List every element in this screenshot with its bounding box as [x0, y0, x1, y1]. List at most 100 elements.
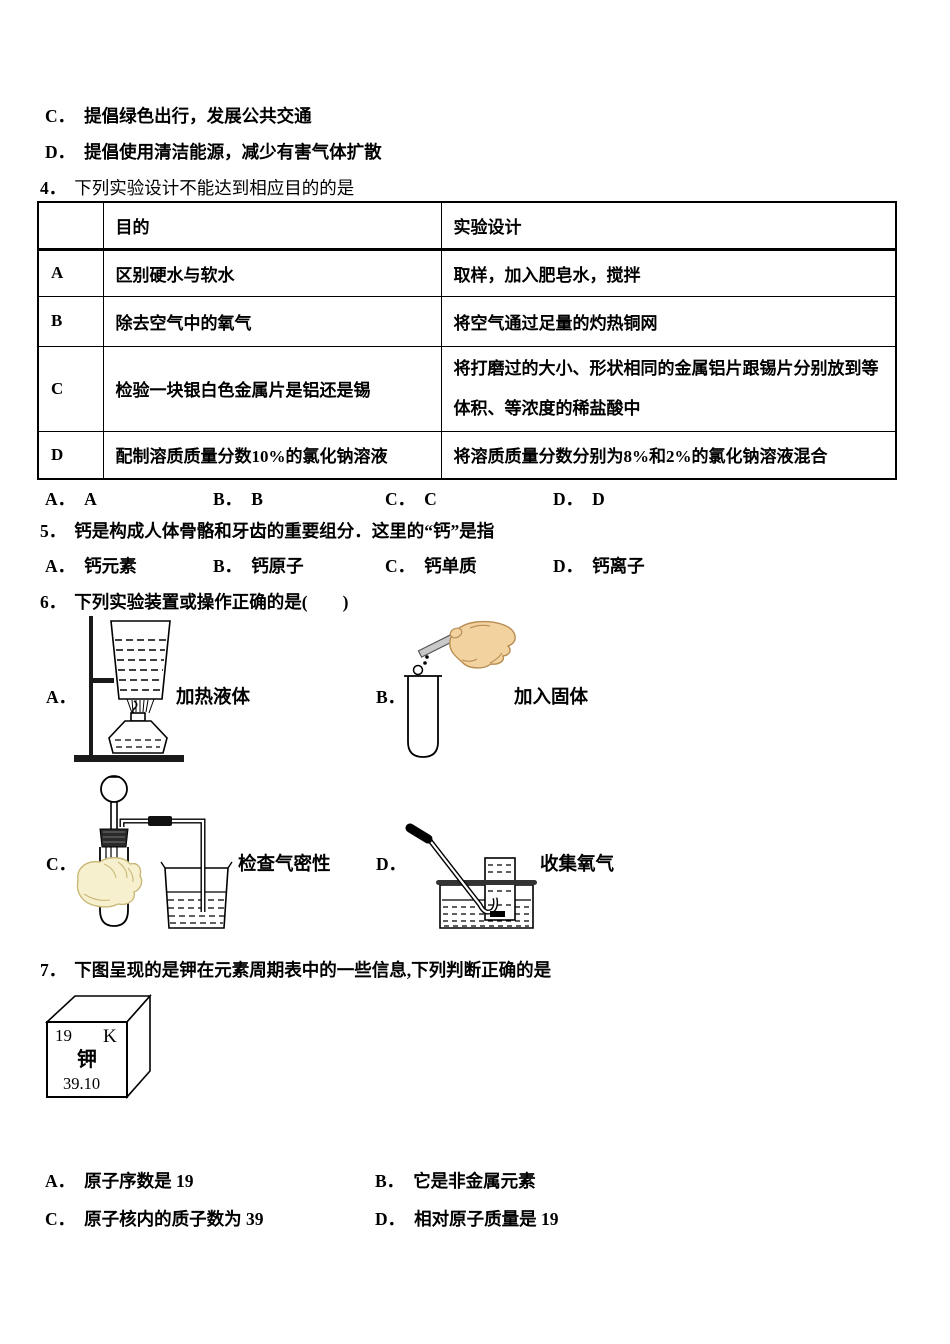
- apparatus-a-letter: A．: [46, 684, 76, 709]
- apparatus-d-letter: D．: [376, 851, 406, 876]
- element-cell-potassium-cube: 19 K 钾 39.10: [45, 993, 152, 1100]
- q5-option-d: D． 钙离子: [553, 553, 645, 578]
- option-text: A: [84, 489, 97, 509]
- hand-icon: [76, 857, 143, 908]
- apparatus-c-caption: 检查气密性: [238, 855, 331, 875]
- option-letter: D．: [553, 489, 584, 509]
- question-number: 7．: [40, 960, 67, 980]
- question-4-prompt: 4． 下列实验设计不能达到相应目的的是: [40, 175, 354, 200]
- prev-option-d: D． 提倡使用清洁能源，减少有害气体扩散: [45, 139, 382, 164]
- question-text: 下图呈现的是钾在元素周期表中的一些信息,下列判断正确的是: [74, 960, 552, 980]
- row-label: B: [37, 295, 104, 347]
- question-5-prompt: 5． 钙是构成人体骨骼和牙齿的重要组分．这里的“钙”是指: [40, 518, 494, 543]
- apparatus-b-adding-solid-diagram: [404, 620, 516, 758]
- tube-handle: [405, 823, 433, 844]
- option-text: B: [251, 489, 263, 509]
- q7-option-c: C． 原子核内的质子数为 39: [45, 1206, 264, 1231]
- apparatus-a-caption: 加热液体: [176, 688, 251, 708]
- apparatus-a-heating-liquid-diagram: [74, 616, 184, 762]
- purpose-cell: 除去空气中的氧气: [102, 295, 442, 347]
- purpose-cell: 区别硬水与软水: [102, 248, 442, 297]
- q7-option-b: B． 它是非金属元素: [375, 1168, 536, 1193]
- option-text: 原子序数是 19: [84, 1171, 194, 1191]
- q4-option-b: B． B: [213, 486, 263, 511]
- design-cell: 取样，加入肥皂水，搅拌: [440, 248, 897, 297]
- question-7-prompt: 7． 下图呈现的是钾在元素周期表中的一些信息,下列判断正确的是: [40, 957, 551, 982]
- option-text: 提倡使用清洁能源，减少有害气体扩散: [84, 142, 382, 162]
- column-header-design: 实验设计: [440, 201, 897, 251]
- option-text: D: [592, 489, 605, 509]
- element-name: 钾: [77, 1047, 97, 1071]
- question-text: 下列实验装置或操作正确的是( ): [74, 592, 349, 612]
- option-letter: C．: [385, 489, 416, 509]
- q5-option-a: A． 钙元素: [45, 553, 137, 578]
- option-letter: B．: [213, 556, 243, 576]
- q5-option-b: B． 钙原子: [213, 553, 304, 578]
- apparatus-d-collect-oxygen-diagram: [405, 823, 537, 929]
- design-cell: 将空气通过足量的灼热铜网: [440, 295, 897, 347]
- element-symbol: K: [103, 1026, 117, 1047]
- option-text: 钙原子: [251, 556, 304, 576]
- option-letter: C．: [45, 1209, 76, 1229]
- option-letter: A．: [45, 489, 76, 509]
- purpose-cell: 配制溶质质量分数10%的氯化钠溶液: [102, 430, 442, 480]
- q7-option-d: D． 相对原子质量是 19: [375, 1206, 559, 1231]
- option-letter: B．: [375, 1171, 405, 1191]
- table-row: C 检验一块银白色金属片是铝还是锡 将打磨过的大小、形状相同的金属铝片跟锡片分别…: [37, 345, 897, 432]
- row-label: C: [37, 345, 104, 432]
- option-text: 钙元素: [84, 556, 137, 576]
- table-row: A 区别硬水与软水 取样，加入肥皂水，搅拌: [37, 248, 897, 297]
- prev-option-c: C． 提倡绿色出行，发展公共交通: [45, 103, 312, 128]
- design-cell: 将溶质质量分数分别为8%和2%的氯化钠溶液混合: [440, 430, 897, 480]
- table-header-row: 目的 实验设计: [37, 201, 897, 251]
- apparatus-c-airtightness-diagram: [76, 775, 233, 929]
- option-text: C: [424, 489, 437, 509]
- experiment-design-table: 目的 实验设计 A 区别硬水与软水 取样，加入肥皂水，搅拌 B 除去空气中的氧气…: [37, 201, 897, 480]
- question-number: 6．: [40, 592, 67, 612]
- column-header-purpose: 目的: [102, 201, 442, 251]
- q7-option-a: A． 原子序数是 19: [45, 1168, 194, 1193]
- corner-cell: [37, 201, 104, 251]
- option-letter: D．: [375, 1209, 406, 1229]
- option-letter: D．: [45, 142, 76, 162]
- q4-option-a: A． A: [45, 486, 97, 511]
- option-letter: A．: [45, 1171, 76, 1191]
- option-text: 提倡绿色出行，发展公共交通: [84, 106, 312, 126]
- option-text: 相对原子质量是 19: [414, 1209, 559, 1229]
- bottle-mouth-block: [490, 911, 505, 917]
- question-text: 下列实验设计不能达到相应目的的是: [74, 178, 355, 198]
- apparatus-b-letter: B．: [376, 684, 405, 709]
- apparatus-b-caption: 加入固体: [514, 688, 589, 708]
- row-label: A: [37, 248, 104, 297]
- question-number: 4．: [40, 178, 67, 198]
- option-text: 钙单质: [424, 556, 477, 576]
- question-text: 钙是构成人体骨骼和牙齿的重要组分．这里的“钙”是指: [74, 521, 495, 541]
- tube-connector: [148, 816, 172, 826]
- q5-option-c: C． 钙单质: [385, 553, 477, 578]
- hand-icon: [449, 620, 516, 669]
- option-text: 钙离子: [592, 556, 645, 576]
- apparatus-d-caption: 收集氧气: [540, 855, 615, 875]
- q4-option-d: D． D: [553, 486, 605, 511]
- option-letter: A．: [46, 687, 77, 707]
- row-label: D: [37, 430, 104, 480]
- q4-option-c: C． C: [385, 486, 437, 511]
- option-letter: A．: [45, 556, 76, 576]
- question-6-prompt: 6． 下列实验装置或操作正确的是( ): [40, 589, 348, 614]
- option-text: 原子核内的质子数为 39: [84, 1209, 264, 1229]
- apparatus-c-letter: C．: [46, 851, 76, 876]
- option-letter: D．: [553, 556, 584, 576]
- option-text: 它是非金属元素: [413, 1171, 536, 1191]
- option-letter: B．: [213, 489, 243, 509]
- option-letter: C．: [46, 854, 77, 874]
- atomic-number: 19: [55, 1026, 72, 1045]
- table-row: D 配制溶质质量分数10%的氯化钠溶液 将溶质质量分数分别为8%和2%的氯化钠溶…: [37, 430, 897, 480]
- table-row: B 除去空气中的氧气 将空气通过足量的灼热铜网: [37, 295, 897, 347]
- option-letter: C．: [385, 556, 416, 576]
- question-number: 5．: [40, 521, 67, 541]
- option-letter: C．: [45, 106, 76, 126]
- atomic-mass: 39.10: [63, 1074, 100, 1093]
- purpose-cell: 检验一块银白色金属片是铝还是锡: [102, 345, 442, 432]
- option-letter: D．: [376, 854, 407, 874]
